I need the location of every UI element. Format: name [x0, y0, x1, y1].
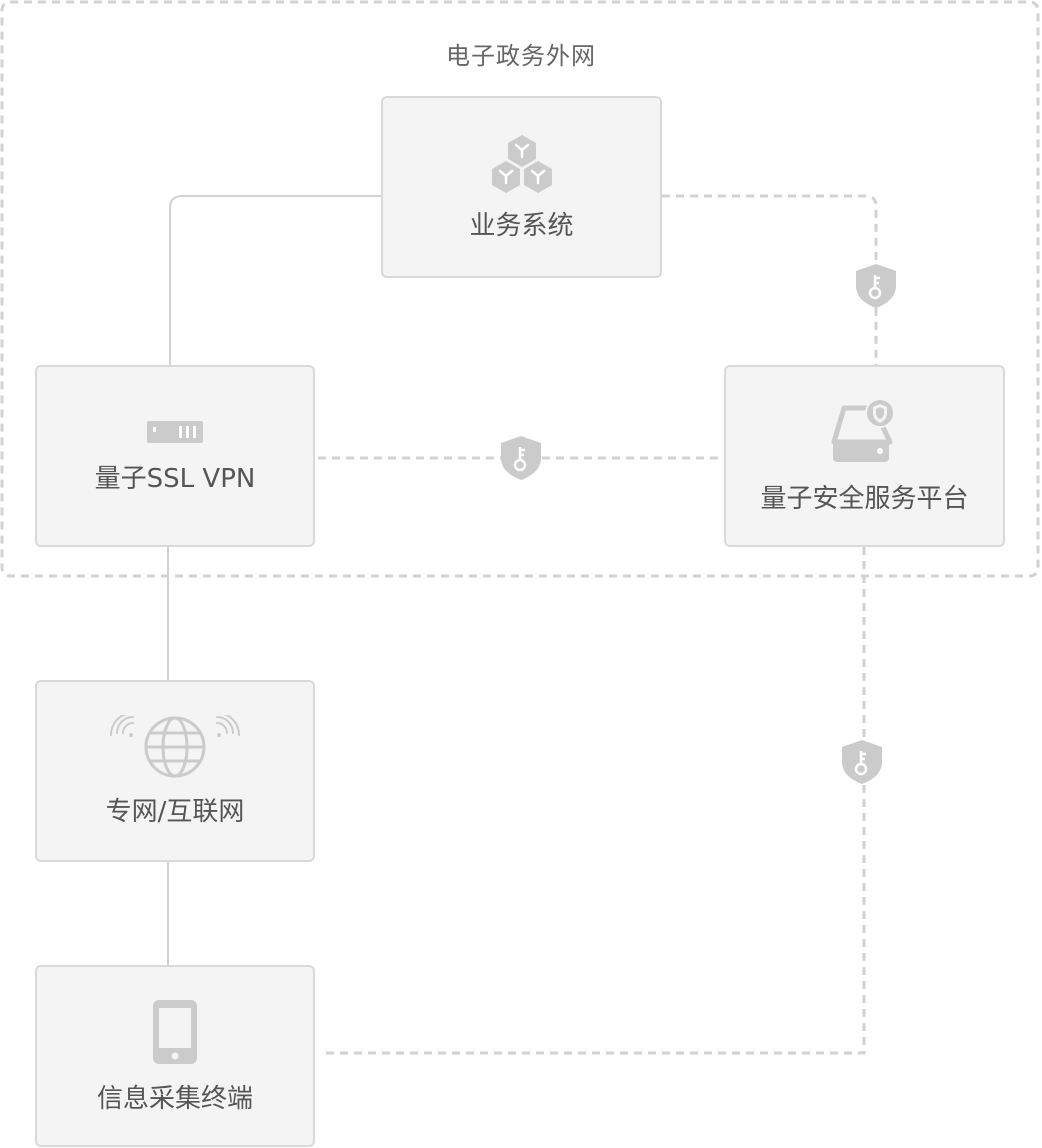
node-business-system[interactable]: 业务系统: [381, 96, 662, 278]
zone-boundary: [0, 0, 1040, 578]
node-label: 量子安全服务平台: [760, 483, 969, 514]
globe-signal-icon: [109, 714, 241, 777]
node-terminal[interactable]: 信息采集终端: [35, 965, 315, 1147]
mobile-phone-icon: [153, 999, 197, 1064]
node-quantum-platform[interactable]: 量子安全服务平台: [724, 365, 1005, 547]
secure-storage-icon: [831, 397, 895, 462]
link-business-vpn: [169, 195, 381, 365]
zone-title: 电子政务外网: [446, 42, 596, 70]
node-label: 业务系统: [469, 210, 574, 241]
node-label: 信息采集终端: [96, 1083, 253, 1114]
server-rack-icon: [147, 420, 203, 443]
shield-key-icon: [501, 436, 541, 480]
cubes-icon: [491, 134, 552, 193]
node-label: 量子SSL VPN: [94, 463, 256, 494]
node-ssl-vpn[interactable]: 量子SSL VPN: [35, 365, 315, 547]
shield-key-icon: [842, 740, 882, 784]
node-label: 专网/互联网: [105, 796, 245, 827]
shield-key-icon: [856, 264, 896, 308]
node-network[interactable]: 专网/互联网: [35, 680, 315, 862]
link-business-platform: [662, 194, 878, 365]
link-platform-terminal: [320, 547, 866, 1055]
